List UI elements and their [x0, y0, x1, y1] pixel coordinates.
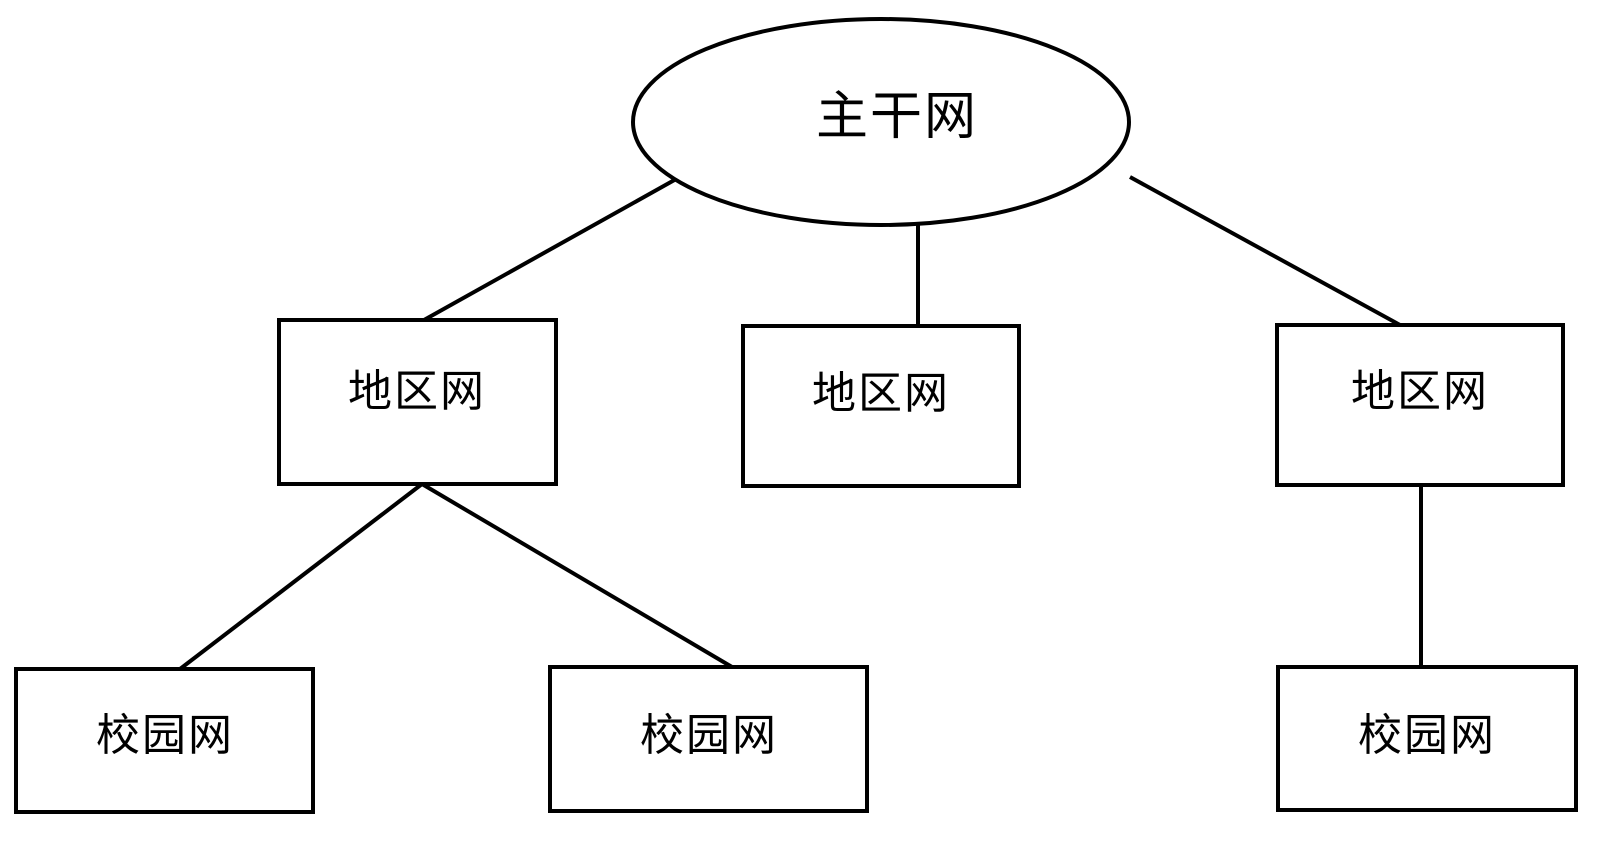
region-left-label: 地区网 [348, 367, 486, 416]
node-backbone-network[interactable]: 主干网 [631, 17, 1131, 227]
edge-region-left-to-campus-left [178, 482, 424, 671]
node-region-right[interactable]: 地区网 [1275, 323, 1565, 487]
node-campus-left[interactable]: 校园网 [14, 667, 315, 814]
campus-center-box[interactable] [548, 665, 869, 813]
region-left-box[interactable] [277, 318, 558, 486]
node-region-left[interactable]: 地区网 [277, 318, 558, 486]
campus-left-label: 校园网 [96, 711, 234, 760]
campus-right-box[interactable] [1276, 665, 1578, 812]
node-region-center[interactable]: 地区网 [741, 324, 1021, 488]
backbone-network-ellipse[interactable] [631, 17, 1131, 227]
node-campus-right[interactable]: 校园网 [1276, 665, 1578, 812]
edge-backbone-to-region-right [1129, 175, 1401, 327]
region-center-label: 地区网 [812, 369, 950, 418]
campus-center-label: 校园网 [640, 711, 778, 760]
region-right-box[interactable] [1275, 323, 1565, 487]
node-campus-center[interactable]: 校园网 [548, 665, 869, 813]
backbone-network-label: 主干网 [816, 89, 978, 146]
edge-group [178, 175, 1423, 671]
campus-right-label: 校园网 [1358, 711, 1496, 760]
region-center-box[interactable] [741, 324, 1021, 488]
region-right-label: 地区网 [1351, 367, 1489, 416]
edge-region-left-to-campus-center [420, 482, 734, 669]
edge-backbone-to-region-left [423, 176, 679, 322]
campus-left-box[interactable] [14, 667, 315, 814]
